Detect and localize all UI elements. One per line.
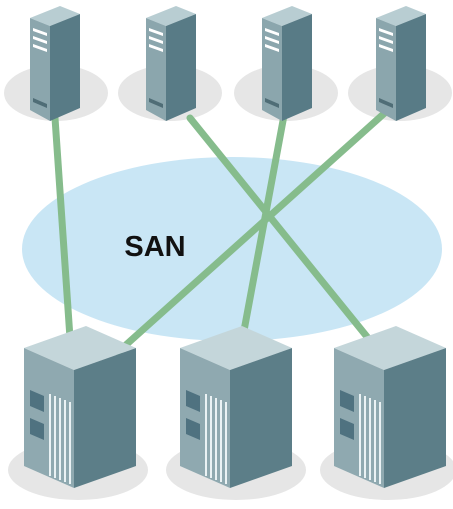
server-3-icon: [262, 6, 312, 121]
link-server2-storage3: [186, 114, 372, 342]
link-server1-storage1: [51, 114, 74, 342]
connections: [51, 106, 392, 356]
link-server4-storage1: [114, 106, 392, 356]
server-4-icon: [376, 6, 426, 121]
server-2-icon: [146, 6, 196, 121]
server-1-icon: [30, 6, 80, 121]
storage-array-1-icon: [23, 325, 137, 489]
storage-array-2-icon: [179, 325, 293, 489]
san-label: SAN: [124, 231, 185, 263]
storage-array-3-icon: [333, 325, 447, 489]
